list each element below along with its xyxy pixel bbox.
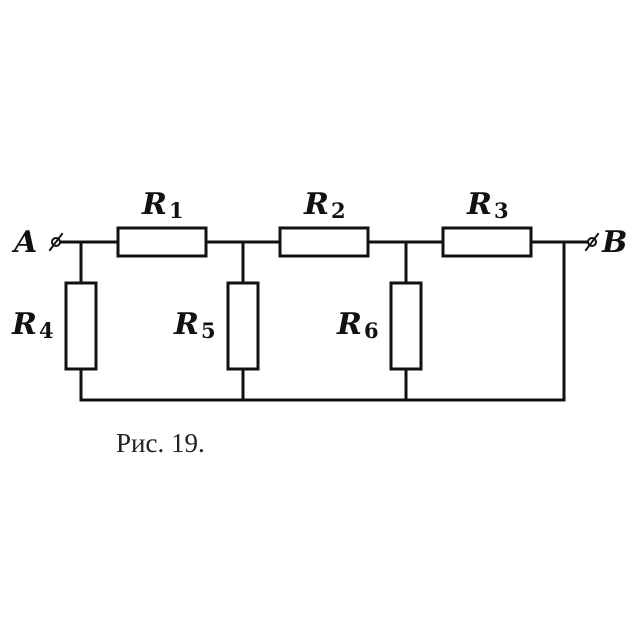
resistor-r6 (389, 281, 423, 371)
terminal-a-stroke (48, 232, 64, 252)
resistor-r2 (278, 226, 370, 258)
figure-caption: Рис. 19. (116, 428, 205, 458)
resistor-r3 (441, 226, 533, 258)
label-r6: R6 (336, 307, 379, 343)
label-r3: R3 (466, 187, 509, 223)
terminal-b-label: B (601, 225, 627, 260)
label-r4: R4 (11, 307, 54, 343)
label-r5: R5 (173, 307, 216, 343)
resistor-r4 (64, 281, 98, 371)
terminal-a-label: A (11, 225, 37, 260)
resistor-r1 (116, 226, 208, 258)
label-r2: R2 (303, 187, 346, 223)
terminal-b-stroke (584, 232, 600, 252)
resistor-r5 (226, 281, 260, 371)
label-r1: R1 (141, 187, 184, 223)
